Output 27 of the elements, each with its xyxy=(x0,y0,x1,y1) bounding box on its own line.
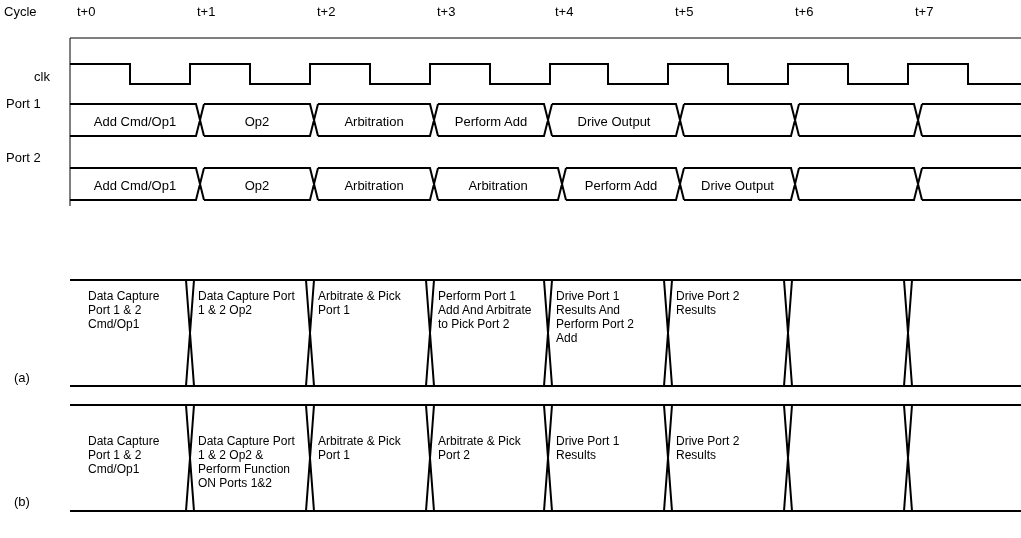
cycle-label: t+1 xyxy=(197,4,216,19)
signal-name: Port 1 xyxy=(6,96,41,111)
bus-value: Perform Add xyxy=(454,114,528,129)
bus-value: Drive Output xyxy=(577,114,651,129)
cycle-label: t+4 xyxy=(555,4,574,19)
cycle-label: t+7 xyxy=(915,4,934,19)
bus-value: Op2 xyxy=(244,114,270,129)
bus-value: Arbitration xyxy=(344,178,404,193)
row-label: (b) xyxy=(14,494,30,509)
row-label: (a) xyxy=(14,370,30,385)
bus-value: Drive Output xyxy=(701,178,774,193)
stage-description: Data Capture Port 1 & 2 Op2 & Perform Function ON Ports 1&2 xyxy=(198,434,296,490)
bus-value: Perform Add xyxy=(584,178,658,193)
bus-value: Arbitration xyxy=(344,114,404,129)
cycle-label: t+3 xyxy=(437,4,456,19)
cycle-label: t+5 xyxy=(675,4,694,19)
cycle-label: t+2 xyxy=(317,4,336,19)
cycle-label: t+0 xyxy=(77,4,96,19)
cycle-label: t+6 xyxy=(795,4,814,19)
bus-value: Add Cmd/Op1 xyxy=(93,178,177,193)
signal-name: clk xyxy=(34,69,50,84)
bus-value: Arbitration xyxy=(468,178,528,193)
column-header: Cycle xyxy=(4,4,37,19)
bus-value: Add Cmd/Op1 xyxy=(93,114,177,129)
signal-name: Port 2 xyxy=(6,150,41,165)
stage-description: Data Capture Port 1 & 2 Op2 xyxy=(198,289,296,317)
bus-value: Op2 xyxy=(244,178,270,193)
